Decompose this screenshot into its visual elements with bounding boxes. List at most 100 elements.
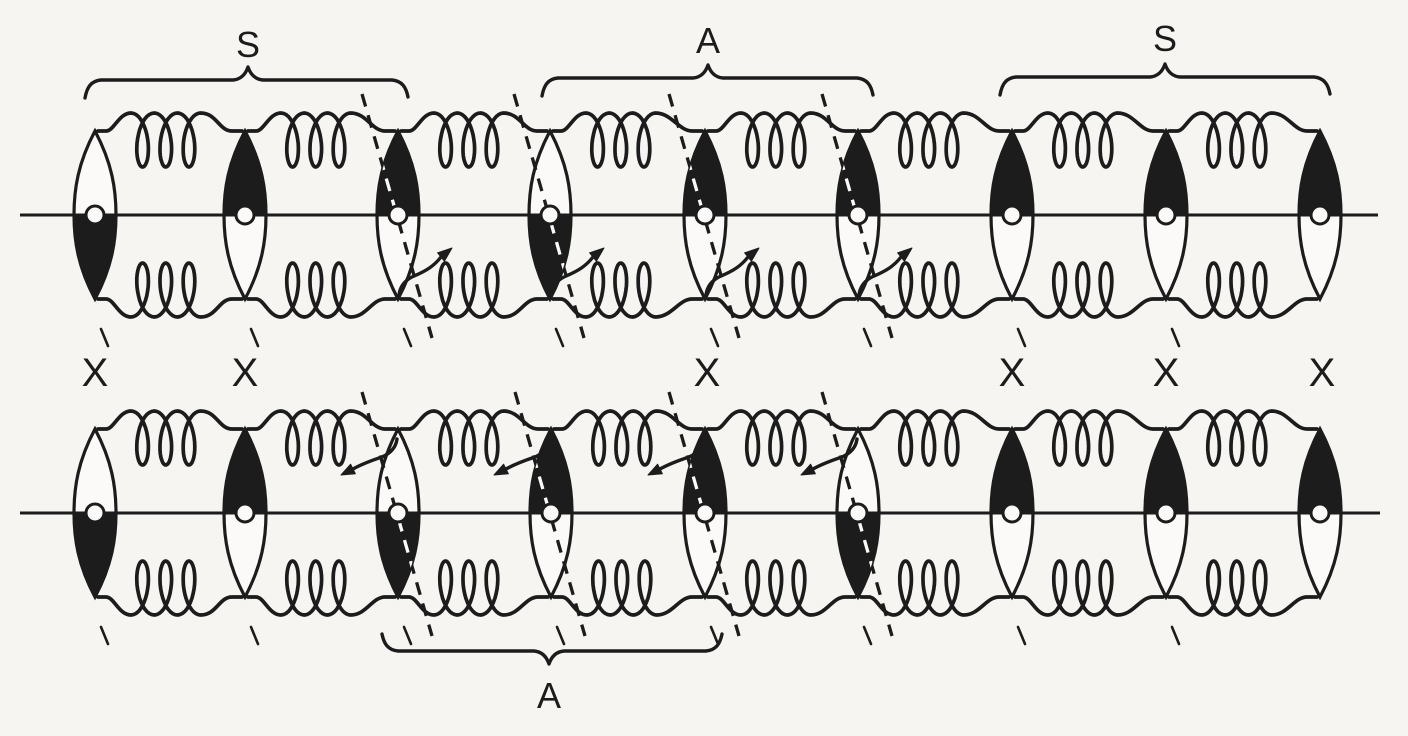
region-label-S: S [1153, 18, 1177, 59]
shift-arrow-up-right-icon [549, 255, 595, 297]
region-brace-A [380, 632, 724, 666]
lens-pivot-dot [234, 502, 256, 524]
pen-tick [1170, 625, 1181, 646]
coil-upper-segment [1167, 111, 1319, 169]
arrowhead-icon [493, 463, 509, 476]
lens-outline [1297, 425, 1343, 601]
lens-outline [222, 425, 268, 601]
coil-lower-segment [96, 559, 244, 617]
coil-upper-segment [859, 409, 1011, 467]
lens-outline [528, 425, 574, 601]
pen-tick [1170, 327, 1181, 348]
coil-lower-segment [859, 261, 1011, 319]
arrowhead-icon [340, 463, 356, 476]
coil-lower-segment [399, 261, 549, 319]
lens-pivot-dot [387, 204, 409, 226]
lens-pivot-dot [1001, 204, 1023, 226]
coil-upper-segment [552, 409, 704, 467]
arrowhead-icon [744, 247, 760, 262]
arrowhead-icon [589, 247, 605, 262]
lens-outline [989, 425, 1035, 601]
shift-arrow-up-right-icon [857, 255, 903, 297]
coil-upper-segment [399, 111, 549, 169]
lens-outline [682, 425, 728, 601]
pen-tick [709, 327, 720, 348]
coil-lower-segment [552, 559, 704, 617]
pen-tick [249, 327, 260, 348]
region-label-A: A [537, 675, 561, 716]
coil-upper-segment [1167, 409, 1319, 467]
lens-outline [375, 425, 421, 601]
coil-lower-segment [706, 261, 857, 319]
shift-arrow-down-left-icon [811, 437, 859, 471]
lens-pivot-dot [1155, 204, 1177, 226]
pen-tick [249, 625, 260, 646]
shift-arrow-down-left-icon [351, 437, 399, 471]
pen-tick [555, 625, 566, 646]
lens-outline [72, 127, 118, 303]
coil-lower-segment [246, 559, 397, 617]
chain-lower-filament: A [20, 391, 1380, 716]
coil-upper-segment [96, 111, 244, 169]
lens-outline [527, 127, 573, 303]
lens-pivot-dot [539, 204, 561, 226]
lens-outline [835, 127, 881, 303]
x-mark: X [232, 351, 259, 395]
pen-tick [554, 327, 565, 348]
x-mark: X [1153, 351, 1180, 395]
lens-outline [1143, 127, 1189, 303]
coil-upper-segment [706, 409, 857, 467]
lens-pivot-dot [1309, 204, 1331, 226]
arrowhead-icon [437, 247, 453, 262]
lens-pivot-dot [84, 502, 106, 524]
coil-upper-segment [1013, 409, 1165, 467]
pen-tick [402, 327, 413, 348]
coil-lower-segment [706, 559, 857, 617]
coil-upper-segment [706, 111, 857, 169]
coil-upper-segment [551, 111, 704, 169]
lens-pivot-dot [1155, 502, 1177, 524]
lens-pivot-dot [694, 204, 716, 226]
lens-outline [72, 425, 118, 601]
lens-outline [835, 425, 881, 601]
coil-upper-segment [1013, 111, 1165, 169]
x-mark: X [1309, 351, 1336, 395]
shift-arrow-down-left-icon [504, 437, 552, 471]
lens-pivot-dot [84, 204, 106, 226]
coil-lower-segment [1013, 261, 1165, 319]
lens-pivot-dot [387, 502, 409, 524]
pen-tick [862, 327, 873, 348]
coil-lower-segment [96, 261, 244, 319]
pen-tick [862, 625, 873, 646]
coil-lower-segment [246, 261, 397, 319]
region-brace-S [998, 62, 1332, 97]
coil-lower-segment [399, 559, 550, 617]
coil-lower-segment [859, 559, 1011, 617]
shift-arrow-down-left-icon [658, 437, 706, 471]
pen-tick [99, 327, 110, 348]
region-label-S: S [236, 24, 260, 65]
coil-lower-segment [551, 261, 704, 319]
lens-pivot-dot [234, 204, 256, 226]
region-brace-S [83, 65, 410, 100]
shift-arrow-up-right-icon [397, 255, 443, 297]
coil-upper-segment [96, 409, 244, 467]
arrowhead-icon [800, 463, 816, 476]
arrowhead-icon [897, 247, 913, 262]
coil-lower-segment [1167, 261, 1319, 319]
pen-tick [1016, 327, 1027, 348]
coil-upper-segment [246, 409, 397, 467]
x-mark: X [999, 351, 1026, 395]
lens-pivot-dot [694, 502, 716, 524]
arrowhead-icon [647, 463, 663, 476]
lens-outline [375, 127, 421, 303]
coil-upper-segment [246, 111, 397, 169]
shift-arrow-up-right-icon [704, 255, 750, 297]
pen-tick [709, 625, 720, 646]
coil-upper-segment [859, 111, 1011, 169]
coil-upper-segment [399, 409, 550, 467]
x-mark: X [694, 351, 721, 395]
